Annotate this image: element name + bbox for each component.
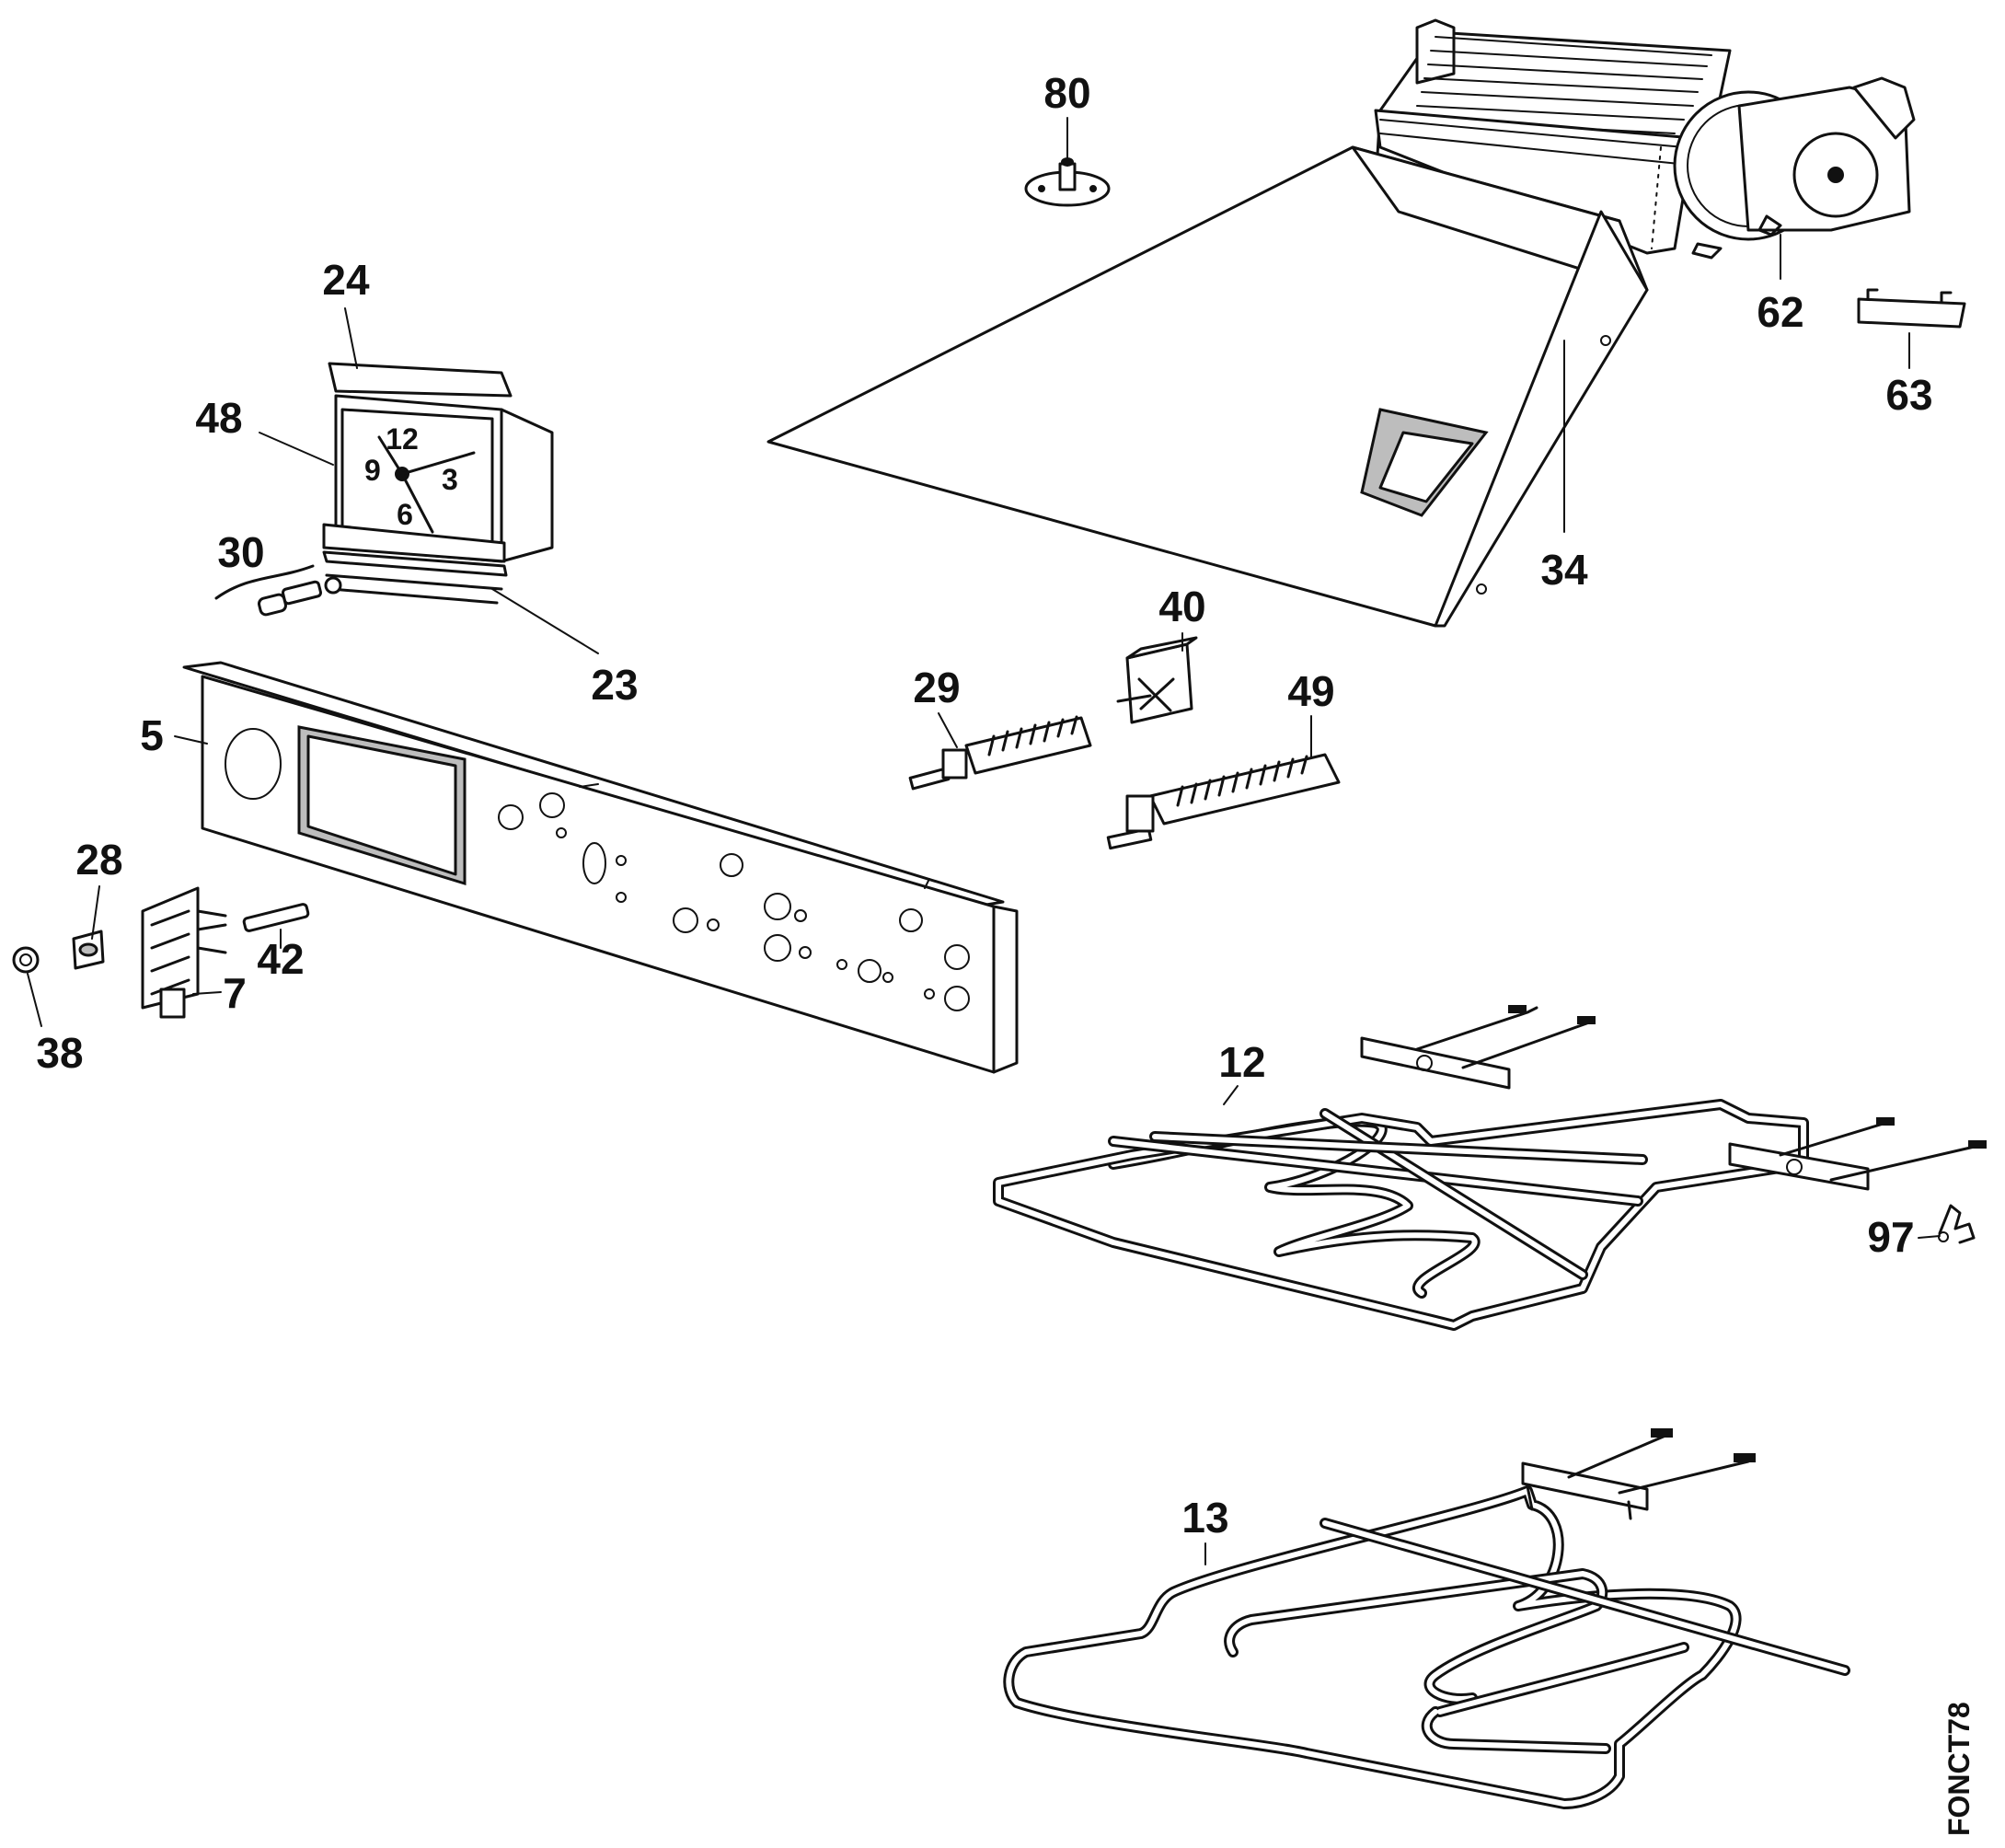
switch-49 xyxy=(1106,753,1341,850)
label-23: 23 xyxy=(591,661,638,709)
label-80: 80 xyxy=(1043,69,1090,117)
label-48: 48 xyxy=(195,394,242,442)
svg-text:9: 9 xyxy=(364,454,381,487)
svg-text:6: 6 xyxy=(397,498,413,531)
connector xyxy=(242,903,310,932)
indicator-lamp xyxy=(12,946,40,974)
label-28: 28 xyxy=(75,836,122,884)
label-38: 38 xyxy=(36,1029,83,1077)
switch-29 xyxy=(908,715,1092,791)
label-12: 12 xyxy=(1218,1038,1265,1086)
drawing-code: FONCT78 xyxy=(1942,1702,1976,1836)
label-24: 24 xyxy=(322,256,370,304)
label-5: 5 xyxy=(140,711,164,759)
cover-plate xyxy=(766,145,1649,628)
bracket xyxy=(1857,288,1966,329)
label-62: 62 xyxy=(1757,288,1803,336)
selector-switch xyxy=(1116,636,1198,724)
label-49: 49 xyxy=(1287,667,1334,715)
label-42: 42 xyxy=(257,935,304,983)
push-rod xyxy=(214,564,342,617)
svg-text:12: 12 xyxy=(386,422,419,456)
heating-element xyxy=(1003,1428,1850,1809)
lamp-cover xyxy=(72,930,105,970)
clock-assembly: 12 3 6 9 xyxy=(322,362,554,605)
leader-lines xyxy=(27,117,1941,1565)
clip xyxy=(1938,1204,1976,1244)
fan-motor-assembly xyxy=(1374,18,1916,260)
control-panel xyxy=(182,661,1019,1074)
label-40: 40 xyxy=(1158,583,1205,630)
grill-element xyxy=(993,1005,1987,1331)
callout-labels: 80 62 63 24 48 30 23 34 40 29 49 5 28 42… xyxy=(36,69,1932,1542)
label-34: 34 xyxy=(1540,546,1588,594)
label-29: 29 xyxy=(913,664,960,711)
label-7: 7 xyxy=(223,969,247,1017)
label-13: 13 xyxy=(1181,1494,1228,1542)
terminal-block xyxy=(141,886,227,1019)
svg-text:3: 3 xyxy=(442,463,458,496)
label-30: 30 xyxy=(217,528,264,576)
label-97: 97 xyxy=(1867,1213,1914,1261)
label-63: 63 xyxy=(1885,371,1932,419)
